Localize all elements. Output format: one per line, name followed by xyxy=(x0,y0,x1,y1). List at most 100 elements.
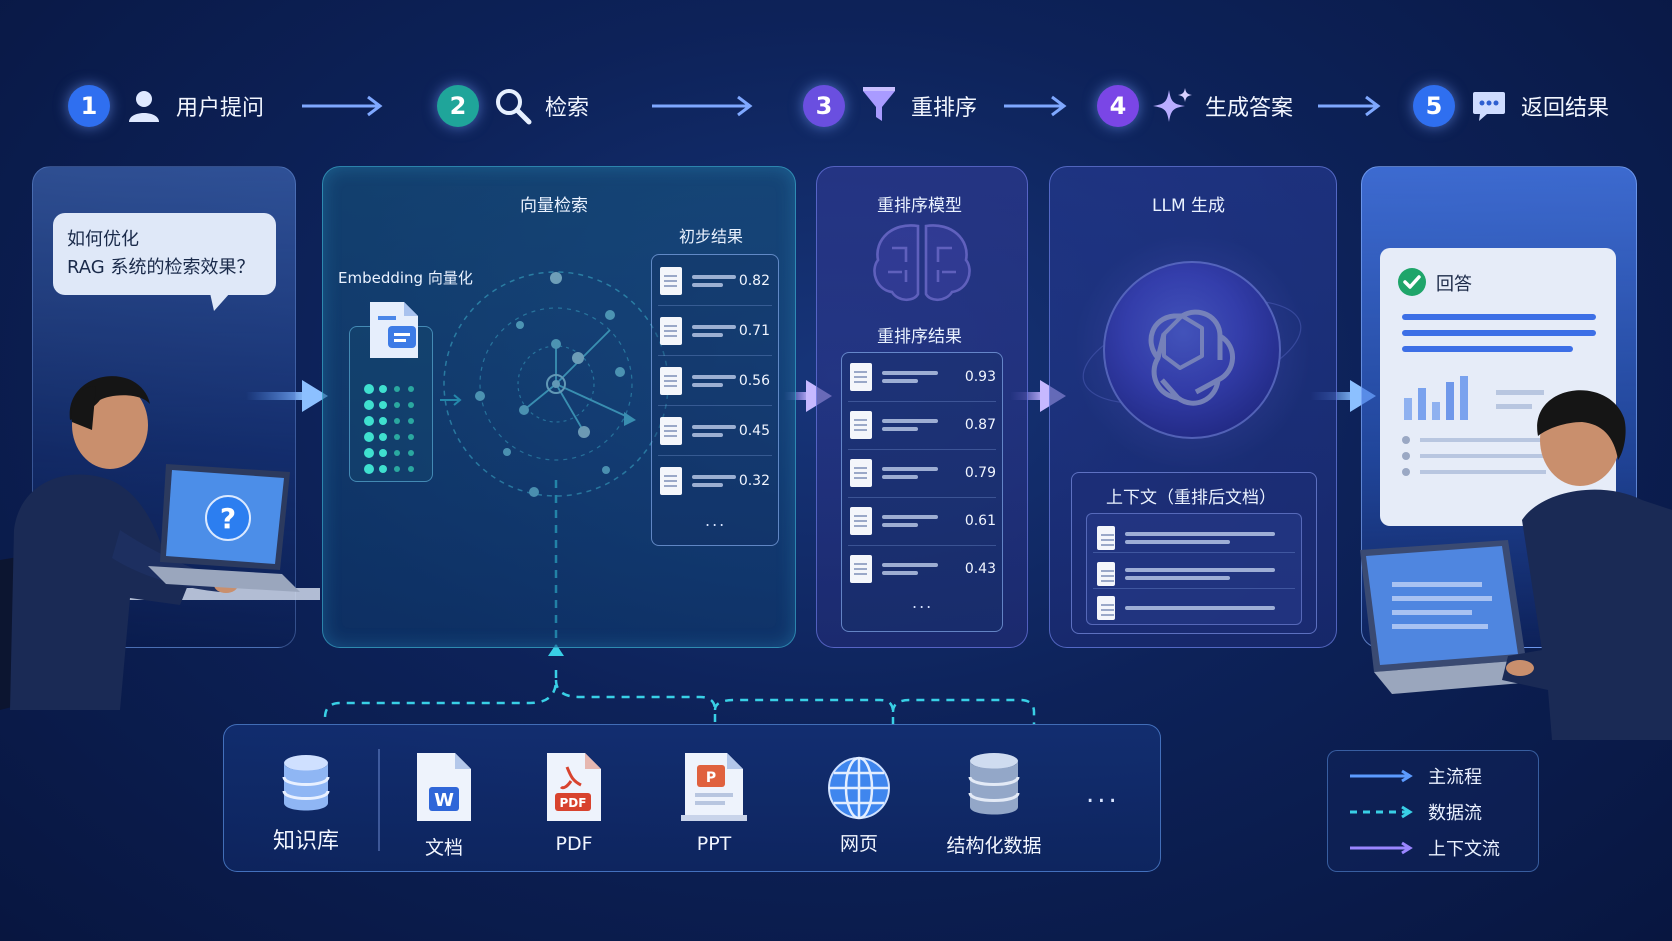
rerank-result-score-2: 0.87 xyxy=(964,417,996,433)
source-ppt[interactable]: P PPT xyxy=(664,725,764,855)
initial-result-item-3: 0.56 xyxy=(660,359,770,403)
doc-icon xyxy=(850,507,872,535)
doc-icon xyxy=(1097,562,1115,586)
dashed-arrow-icon xyxy=(1350,805,1413,819)
result-user-illustration xyxy=(1360,390,1672,740)
source-web[interactable]: 网页 xyxy=(814,725,904,856)
header-arrow-1 xyxy=(302,95,383,117)
doc-icon xyxy=(660,317,682,345)
sparkle-icon xyxy=(1153,86,1193,126)
initial-results-more: ... xyxy=(705,511,727,530)
pdf-icon: PDF xyxy=(547,753,601,821)
doc-icon xyxy=(660,467,682,495)
source-label-ppt: PPT xyxy=(696,833,732,855)
legend: 主流程 数据流 上下文流 xyxy=(1327,750,1539,872)
rerank-result-score-4: 0.61 xyxy=(964,513,996,529)
data-flow-arrowhead xyxy=(548,644,564,656)
document-icon xyxy=(366,300,422,362)
step-3-label: 重排序 xyxy=(911,96,978,121)
data-sources-bar: 知识库 W 文档 PDF PDF P PPT xyxy=(223,724,1161,872)
source-label-pdf: PDF xyxy=(555,833,593,855)
context-doc-list xyxy=(1086,513,1302,625)
source-label-web: 网页 xyxy=(839,833,878,855)
globe-icon xyxy=(828,756,890,820)
doc-icon xyxy=(1097,526,1115,550)
rerank-result-item-5: 0.43 xyxy=(850,547,996,591)
rerank-result-score-3: 0.79 xyxy=(964,465,996,481)
step-4-label: 生成答案 xyxy=(1205,96,1294,121)
source-document[interactable]: W 文档 xyxy=(402,725,486,860)
word-doc-icon: W xyxy=(417,753,471,821)
source-label-knowledge-base: 知识库 xyxy=(272,829,339,854)
context-doc-1 xyxy=(1097,516,1275,560)
step-1: 1 用户提问 xyxy=(68,82,264,130)
rerank-result-item-1: 0.93 xyxy=(850,355,996,399)
source-pdf[interactable]: PDF PDF xyxy=(534,725,614,855)
svg-text:P: P xyxy=(706,770,716,786)
initial-result-item-1: 0.82 xyxy=(660,259,770,303)
step-2-label: 检索 xyxy=(545,96,590,121)
svg-text:PDF: PDF xyxy=(560,796,587,810)
answer-label: 回答 xyxy=(1436,274,1472,295)
question-line-1: 如何优化 xyxy=(67,229,139,250)
source-knowledge-base[interactable]: 知识库 xyxy=(256,725,356,855)
context-title: 上下文（重排后文档） xyxy=(1106,488,1276,508)
database-icon xyxy=(282,755,330,811)
source-label-structured-data: 结构化数据 xyxy=(946,835,1042,857)
question-line-2: RAG 系统的检索效果？ xyxy=(67,257,255,278)
step-3-number: 3 xyxy=(803,85,845,127)
rerank-panel xyxy=(816,166,1028,648)
rerank-results-more: ... xyxy=(912,593,934,612)
legend-item-data-flow: 数据流 xyxy=(1350,797,1482,827)
step-2: 2 检索 xyxy=(437,82,589,130)
funnel-icon xyxy=(859,86,899,126)
legend-label-data-flow: 数据流 xyxy=(1428,803,1482,824)
check-icon xyxy=(1398,268,1426,296)
question-bubble: 如何优化 RAG 系统的检索效果？ xyxy=(53,213,276,295)
user-icon xyxy=(124,86,164,126)
initial-result-score-5: 0.32 xyxy=(738,473,770,489)
legend-label-context-flow: 上下文流 xyxy=(1428,839,1500,860)
step-5-label: 返回结果 xyxy=(1521,96,1610,121)
sources-divider xyxy=(378,749,380,851)
initial-result-item-5: 0.32 xyxy=(660,459,770,503)
search-icon xyxy=(493,86,533,126)
legend-label-main-flow: 主流程 xyxy=(1428,767,1482,788)
svg-text:?: ? xyxy=(220,502,236,535)
doc-icon xyxy=(850,555,872,583)
doc-icon xyxy=(660,267,682,295)
embedding-label: Embedding 向量化 xyxy=(338,269,473,287)
initial-result-score-3: 0.56 xyxy=(738,373,770,389)
initial-result-item-2: 0.71 xyxy=(660,309,770,353)
rerank-result-item-3: 0.79 xyxy=(850,451,996,495)
legend-item-main-flow: 主流程 xyxy=(1350,761,1482,791)
answer-text-lines xyxy=(1402,314,1596,352)
sources-more: ... xyxy=(1086,779,1120,809)
rerank-result-item-4: 0.61 xyxy=(850,499,996,543)
vector-search-title: 向量检索 xyxy=(520,196,588,216)
step-4: 4 生成答案 xyxy=(1097,82,1293,130)
step-3: 3 重排序 xyxy=(803,82,977,130)
doc-icon xyxy=(660,417,682,445)
violet-arrow-icon xyxy=(1350,841,1413,855)
answer-bullet-list xyxy=(1402,436,1570,476)
llm-title: LLM 生成 xyxy=(1152,196,1226,216)
embedding-vector-box xyxy=(349,326,433,482)
doc-icon xyxy=(660,367,682,395)
ppt-icon: P xyxy=(681,753,747,821)
doc-icon xyxy=(1097,596,1115,620)
doc-icon xyxy=(850,363,872,391)
bubble-tail xyxy=(210,293,230,311)
step-5: 5 返回结果 xyxy=(1413,82,1609,130)
legend-item-context-flow: 上下文流 xyxy=(1350,833,1500,863)
step-1-label: 用户提问 xyxy=(176,96,265,121)
structured-data-icon xyxy=(968,753,1020,815)
answer-bar-chart-icon xyxy=(1404,376,1544,420)
step-5-number: 5 xyxy=(1413,85,1455,127)
solid-arrow-icon xyxy=(1350,769,1413,783)
initial-result-score-2: 0.71 xyxy=(738,323,770,339)
rerank-result-score-5: 0.43 xyxy=(964,561,996,577)
step-2-number: 2 xyxy=(437,85,479,127)
user-illustration: ? xyxy=(0,376,320,710)
source-structured-data[interactable]: 结构化数据 xyxy=(934,725,1054,858)
